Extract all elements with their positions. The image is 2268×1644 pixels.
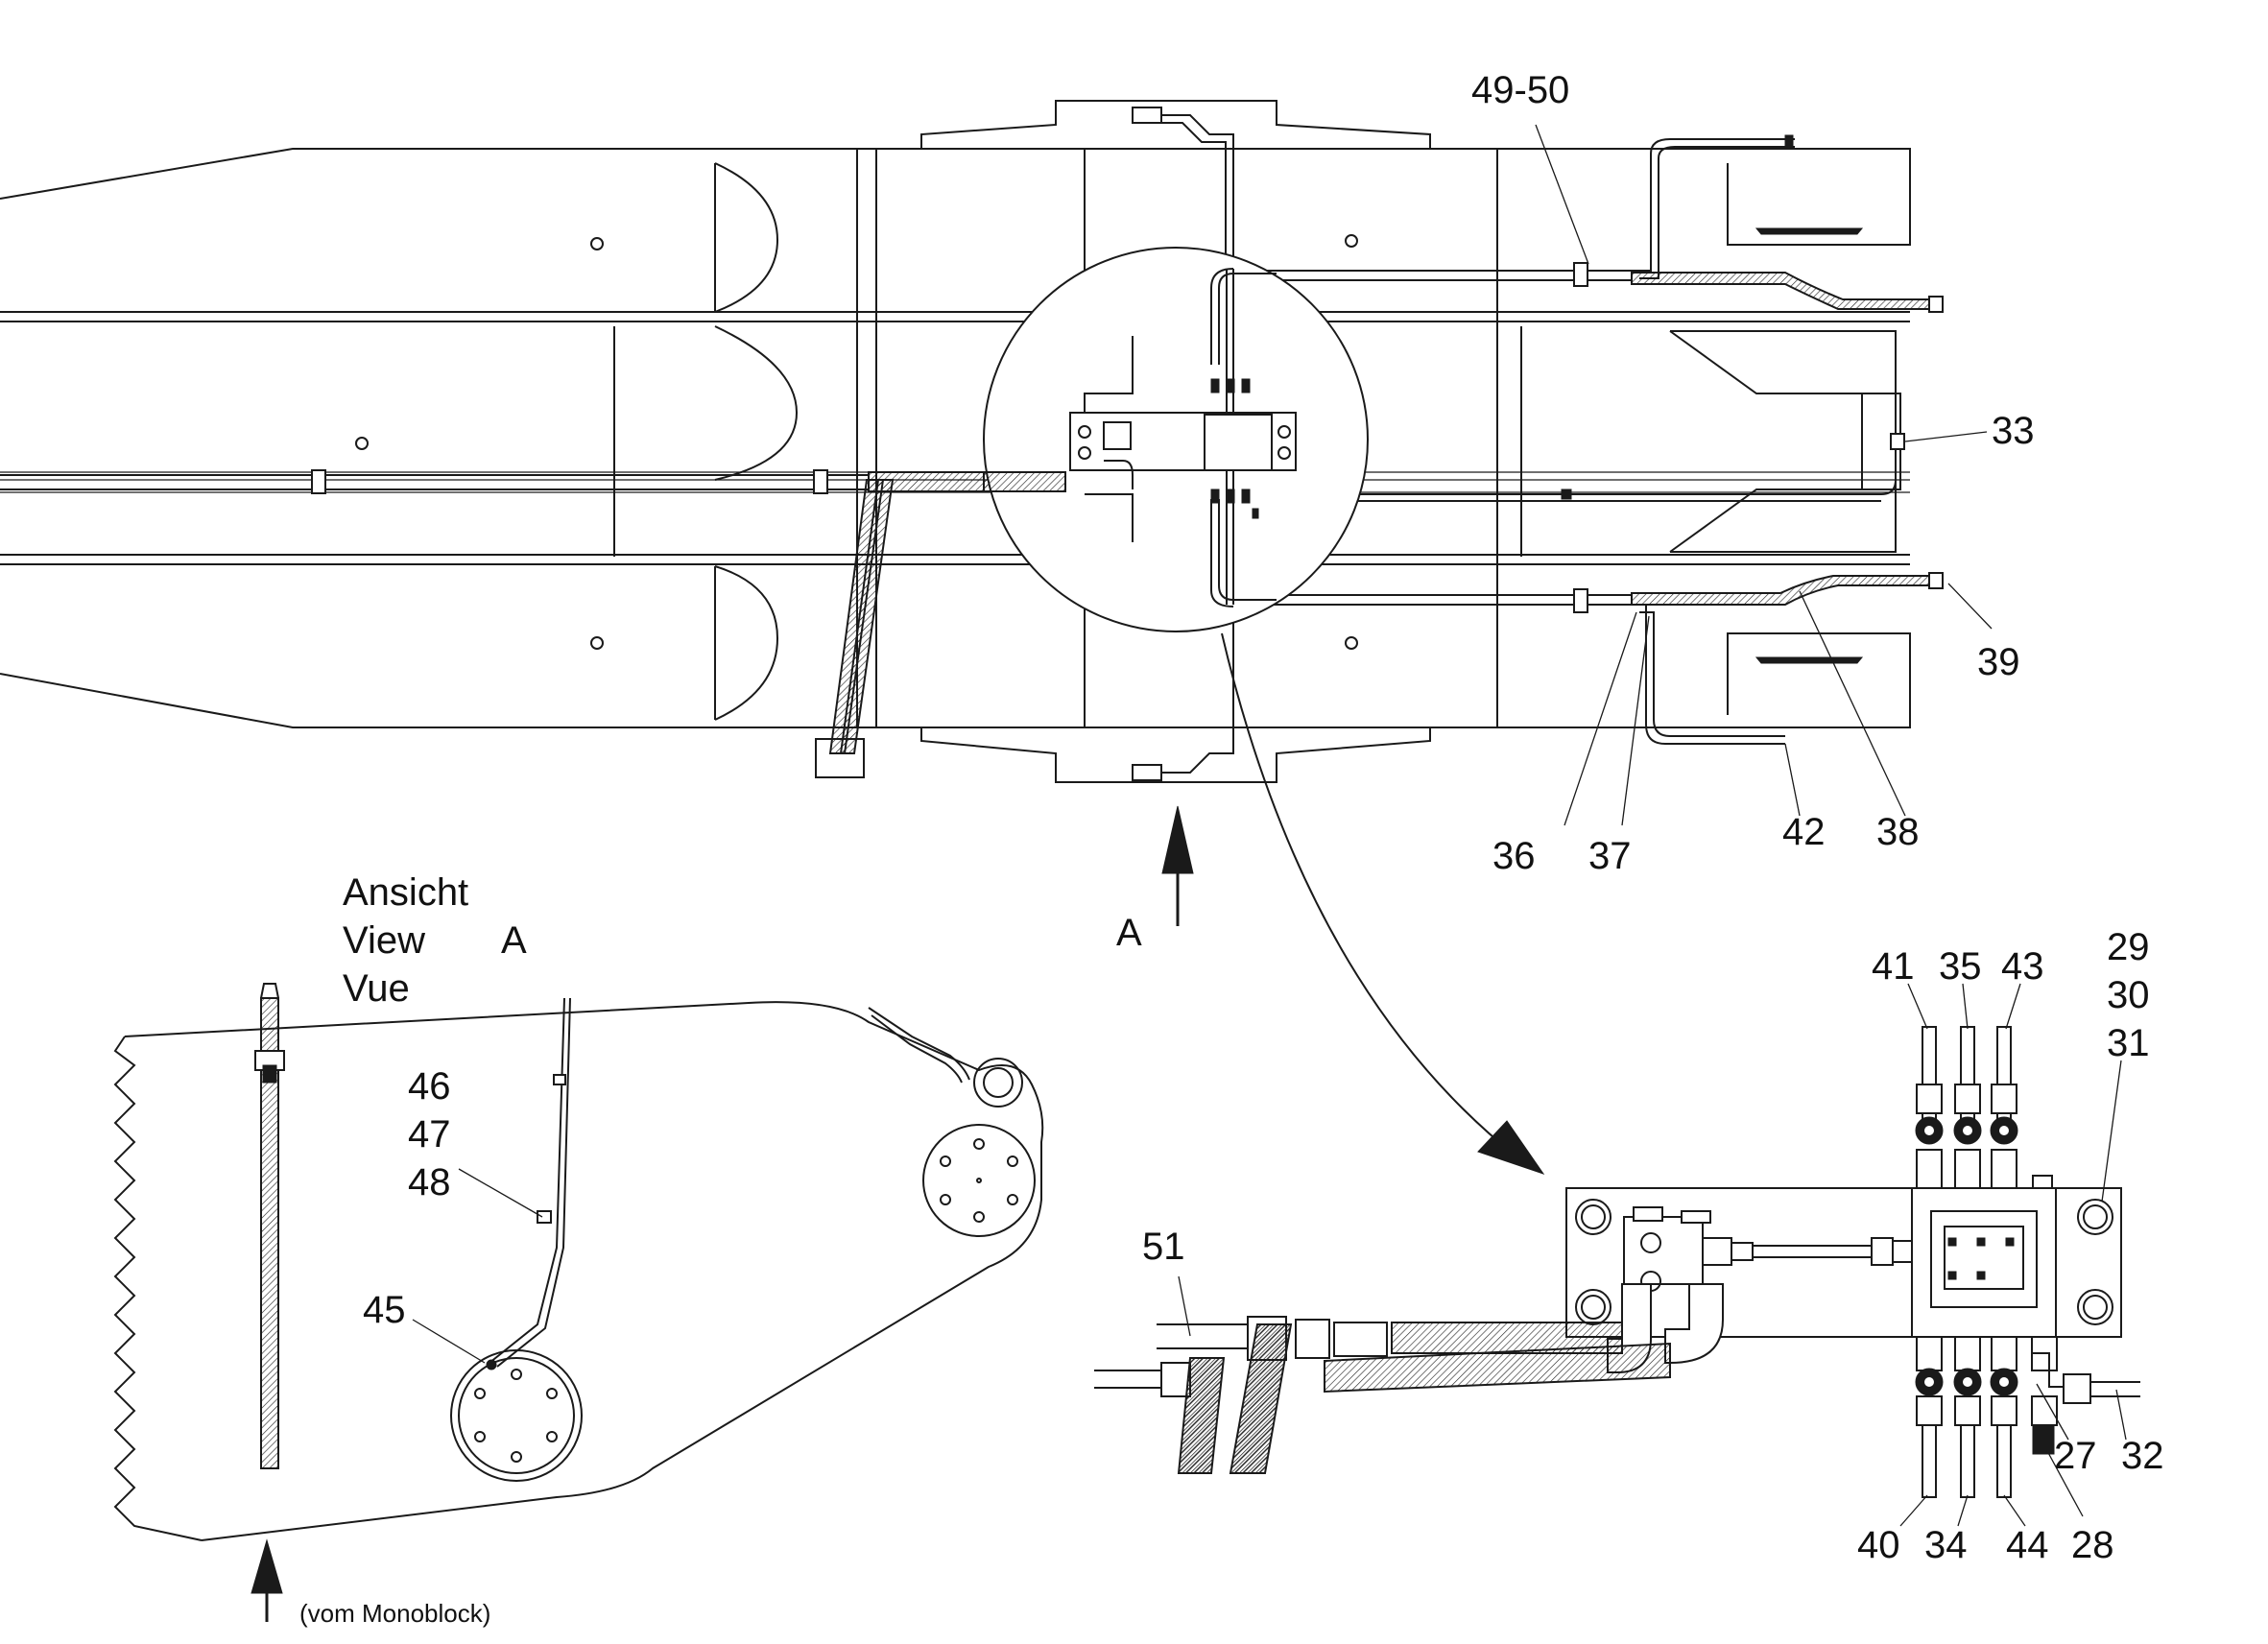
detail-pointer-arrow: [1221, 632, 1545, 1175]
monoblock-note: (vom Monoblock): [299, 1599, 490, 1628]
leader-45: [412, 1319, 486, 1364]
label-44: 44: [2006, 1524, 2049, 1566]
label-36: 36: [1492, 835, 1536, 877]
label-28: 28: [2071, 1524, 2114, 1566]
label-35: 35: [1939, 945, 1982, 988]
view-a-title: Ansicht View A Vue: [343, 871, 527, 1010]
label-37: 37: [1588, 835, 1632, 877]
label-30: 30: [2107, 974, 2150, 1016]
label-48: 48: [408, 1161, 451, 1203]
view-a-boom-side: [113, 983, 1044, 1541]
label-43: 43: [2001, 945, 2044, 988]
view-label-line2: View: [343, 919, 425, 962]
label-45: 45: [363, 1289, 406, 1331]
label-46: 46: [408, 1065, 451, 1108]
pipe-lines-top-view: [0, 107, 1944, 781]
view-label-letter: A: [501, 919, 527, 962]
label-49-50: 49-50: [1471, 69, 1569, 111]
view-arrow-a: A: [1116, 805, 1194, 954]
leader-46-48: [458, 1168, 543, 1218]
view-label-line3: Vue: [343, 967, 410, 1010]
label-40: 40: [1857, 1524, 1900, 1566]
monoblock-arrow: [251, 1538, 283, 1622]
label-27: 27: [2054, 1435, 2097, 1477]
label-32: 32: [2121, 1435, 2164, 1477]
arrow-label-a: A: [1116, 912, 1142, 954]
detail-callouts: [1178, 983, 2127, 1527]
label-39: 39: [1977, 641, 2020, 683]
boom-frame-top-view: [0, 100, 1911, 783]
detail-circle-top-view: [983, 247, 1369, 632]
label-31: 31: [2107, 1022, 2150, 1064]
label-41: 41: [1872, 945, 1915, 988]
label-51: 51: [1142, 1226, 1185, 1268]
view-label-line1: Ansicht: [343, 871, 468, 914]
top-view-callouts: [1535, 124, 1993, 826]
bottom-fittings: [1915, 1336, 2140, 1498]
label-47: 47: [408, 1113, 451, 1156]
label-34: 34: [1924, 1524, 1968, 1566]
label-42: 42: [1782, 811, 1826, 853]
valve-detail-view: [1094, 1026, 2140, 1498]
top-fittings: [1915, 1026, 2053, 1189]
label-29: 29: [2107, 926, 2150, 968]
label-33: 33: [1992, 410, 2035, 452]
label-38: 38: [1876, 811, 1920, 853]
